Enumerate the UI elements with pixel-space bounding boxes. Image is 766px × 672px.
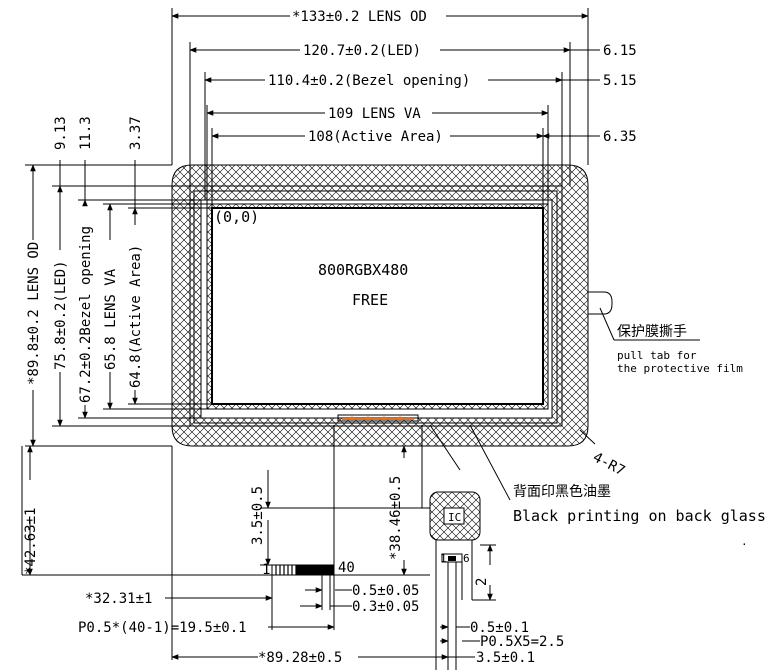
back-print-cn: 背面印黑色油墨 bbox=[513, 483, 611, 500]
dim-right-615: 6.15 bbox=[603, 43, 637, 59]
dim-bezel-width: 110.4±0.2(Bezel opening) bbox=[268, 73, 470, 89]
dim-total-height: *42.63±1 bbox=[23, 508, 39, 575]
led-strip bbox=[337, 414, 419, 422]
dim-tail-p05x5: P0.5X5=2.5 bbox=[480, 634, 564, 650]
dim-pitch-03: 0.3±0.05 bbox=[352, 599, 419, 615]
dim-tail-2: 2 bbox=[474, 578, 490, 586]
svg-text:IC: IC bbox=[448, 511, 461, 524]
dim-led-height: 75.8±0.2(LED) bbox=[53, 260, 69, 370]
fpc-connector: IC bbox=[260, 425, 481, 670]
tail-pin-6: 6 bbox=[463, 552, 470, 565]
pull-tab-en-1: pull tab for bbox=[617, 349, 697, 362]
dim-va-width: 109 LENS VA bbox=[328, 106, 421, 122]
back-print-leader bbox=[429, 424, 511, 501]
back-print-en: Black printing on back glass bbox=[513, 507, 766, 525]
dim-tail-05: 0.5±0.1 bbox=[470, 620, 529, 636]
dim-active-height: 64.8(Active Area) bbox=[128, 245, 144, 388]
dim-offset-3231: *32.31±1 bbox=[85, 591, 152, 607]
dim-lens-od-height: *89.8±0.2 LENS OD bbox=[26, 242, 42, 385]
display-area bbox=[200, 199, 553, 419]
pull-tab bbox=[588, 291, 700, 341]
dim-right-515: 5.15 bbox=[603, 73, 637, 89]
pull-tab-cn: 保护膜撕手 bbox=[617, 324, 687, 340]
pull-tab-en-2: the protective film bbox=[617, 362, 743, 375]
free-label: FREE bbox=[352, 291, 388, 309]
dim-right-635: 6.35 bbox=[603, 129, 637, 145]
dim-va-height: 65.8 LENS VA bbox=[103, 268, 119, 370]
dim-fpc-35: 3.5±0.5 bbox=[250, 486, 266, 545]
dim-tail-35: 3.5±0.1 bbox=[476, 650, 535, 666]
pin-last: 40 bbox=[338, 560, 355, 576]
dim-bezel-height: 67.2±0.2Bezel opening bbox=[78, 226, 94, 403]
svg-text:.: . bbox=[741, 535, 748, 548]
dim-top-113: 11.3 bbox=[78, 116, 94, 150]
dim-led-width: 120.7±0.2(LED) bbox=[303, 43, 421, 59]
dim-pin-formula: P0.5*(40-1)=19.5±0.1 bbox=[78, 620, 247, 636]
dim-lens-od-width: *133±0.2 LENS OD bbox=[292, 9, 427, 25]
pin-first: 1 bbox=[262, 562, 270, 578]
top-dimensions bbox=[171, 8, 600, 208]
dim-active-width: 108(Active Area) bbox=[308, 129, 443, 145]
fpc-dimensions bbox=[165, 445, 496, 660]
tail-pin-1: 1 bbox=[440, 552, 447, 565]
left-dimensions bbox=[21, 160, 272, 576]
dim-offset-8928: *89.28±0.5 bbox=[258, 650, 342, 666]
origin-label: (0,0) bbox=[214, 208, 259, 226]
dim-top-913: 9.13 bbox=[53, 116, 69, 150]
radius-label: 4-R7 bbox=[590, 449, 627, 479]
dim-pitch-05: 0.5±0.05 bbox=[352, 583, 419, 599]
dim-fpc-3846: *38.46±0.5 bbox=[388, 476, 404, 560]
resolution-label: 800RGBX480 bbox=[318, 261, 408, 279]
dim-top-337: 3.37 bbox=[128, 116, 144, 150]
